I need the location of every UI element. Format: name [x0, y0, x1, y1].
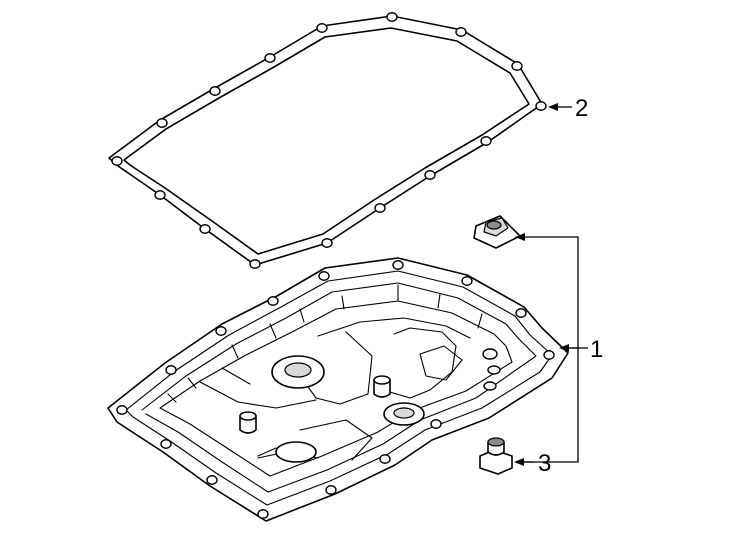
bolt-hole — [325, 485, 337, 495]
pan-flange-inner — [125, 270, 553, 506]
bolt-hole — [249, 259, 261, 269]
bolt-hole — [154, 190, 166, 200]
pan-interior-features — [199, 317, 501, 463]
fill-plug — [473, 215, 521, 249]
bolt-hole — [424, 170, 436, 180]
bolt-hole — [480, 136, 492, 146]
pan-flange-outer — [107, 257, 569, 522]
bolt-hole — [267, 296, 279, 306]
callout-3: 3 — [538, 450, 551, 477]
bolt-hole — [215, 326, 227, 336]
bolt-hole — [116, 405, 128, 415]
gasket-outer-edge — [108, 15, 543, 266]
bolt-hole — [206, 475, 218, 485]
pan-floor — [159, 300, 513, 477]
gasket-inner-edge — [123, 27, 530, 255]
bolt-hole — [209, 86, 221, 96]
bolt-hole — [111, 156, 123, 166]
bolt-hole — [321, 238, 333, 248]
bolt-hole — [374, 203, 386, 213]
pan-gasket — [108, 12, 547, 269]
bolt-hole — [318, 271, 330, 281]
pan-wall-ribs — [167, 284, 483, 403]
bolt-hole — [392, 260, 404, 270]
bolt-hole — [379, 454, 391, 464]
drain-plug — [479, 437, 513, 475]
bolt-hole — [386, 12, 398, 22]
bolt-hole — [165, 365, 177, 375]
bolt-hole — [316, 23, 328, 33]
bolt-hole — [156, 118, 168, 128]
callout-leaders — [514, 103, 588, 466]
bolt-hole — [455, 27, 467, 37]
transmission-oil-pan — [107, 257, 569, 522]
gasket-bolt-holes — [111, 12, 547, 269]
bolt-hole — [535, 101, 547, 111]
pan-rim — [141, 282, 537, 493]
bolt-hole — [160, 439, 172, 449]
bolt-hole — [543, 350, 555, 360]
bolt-hole — [430, 419, 442, 429]
callout-1: 1 — [590, 336, 603, 363]
bolt-hole — [515, 308, 527, 318]
pan-bolt-holes — [116, 260, 555, 519]
bolt-hole — [257, 509, 269, 519]
bolt-hole — [264, 53, 276, 63]
bolt-hole — [461, 276, 473, 286]
bolt-hole — [511, 61, 523, 71]
bolt-hole — [199, 224, 211, 234]
callout-2: 2 — [575, 95, 588, 122]
